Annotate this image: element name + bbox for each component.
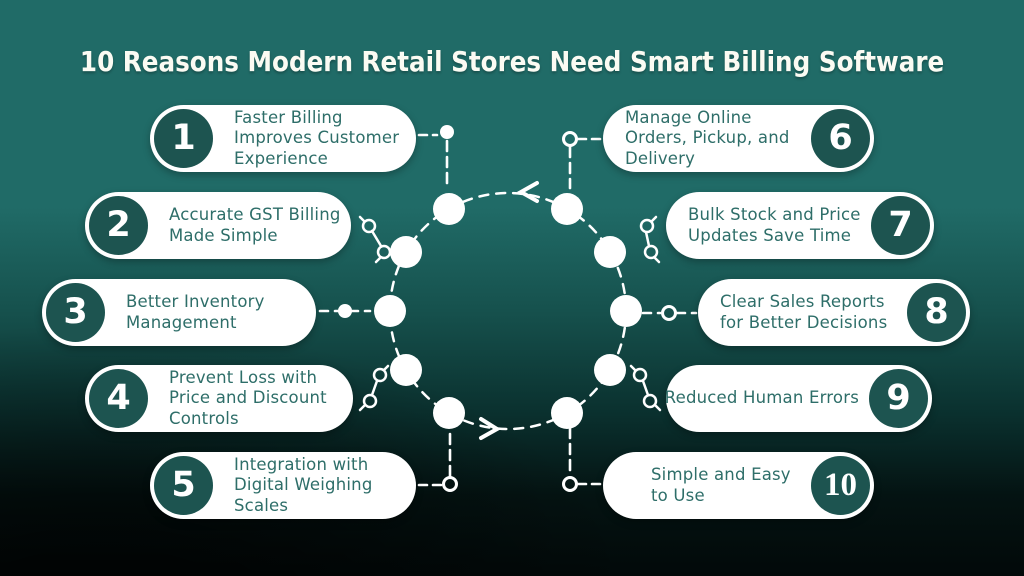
reason-5-label: Integration with Digital Weighing Scales bbox=[234, 455, 373, 515]
arrow-top-left-icon bbox=[516, 181, 539, 203]
cycle-node bbox=[390, 354, 422, 386]
cycle-ring bbox=[388, 191, 628, 431]
arrow-bottom-right-icon bbox=[479, 417, 501, 440]
reason-pill-7: 7 Bulk Stock and Price Updates Save Time bbox=[666, 192, 934, 259]
cycle-node bbox=[374, 295, 406, 327]
cycle-node bbox=[433, 193, 465, 225]
reason-3-number-badge: 3 bbox=[46, 283, 105, 342]
reason-9-number-badge: 9 bbox=[869, 369, 928, 428]
reason-1-number: 1 bbox=[171, 118, 196, 158]
cycle-node bbox=[433, 397, 465, 429]
reason-pill-1: 1 Faster Billing Improves Customer Exper… bbox=[150, 105, 416, 172]
reason-7-number-badge: 7 bbox=[871, 196, 930, 255]
page-title: 10 Reasons Modern Retail Stores Need Sma… bbox=[79, 44, 945, 78]
reason-1-number-badge: 1 bbox=[154, 109, 213, 168]
reason-7-number: 7 bbox=[888, 205, 913, 245]
reason-8-label: Clear Sales Reports for Better Decisions bbox=[720, 292, 888, 332]
connector-8 bbox=[641, 305, 698, 321]
reason-4-label: Prevent Loss with Price and Discount Con… bbox=[169, 368, 327, 428]
cycle-node bbox=[594, 354, 626, 386]
reason-10-number: 10 bbox=[824, 467, 857, 503]
connector-4 bbox=[358, 364, 390, 412]
connector-7 bbox=[639, 215, 661, 264]
connector-10 bbox=[562, 426, 603, 492]
reason-pill-8: 8 Clear Sales Reports for Better Decisio… bbox=[698, 279, 970, 346]
cycle-node bbox=[390, 236, 422, 268]
reason-6-label: Manage Online Orders, Pickup, and Delive… bbox=[625, 108, 790, 168]
reason-5-number: 5 bbox=[171, 465, 196, 505]
reason-3-number: 3 bbox=[63, 292, 88, 332]
connector-2 bbox=[358, 215, 392, 264]
connector-5 bbox=[417, 426, 458, 492]
reason-10-label: Simple and Easy to Use bbox=[651, 465, 791, 505]
reason-pill-4: 4 Prevent Loss with Price and Discount C… bbox=[85, 365, 353, 432]
cycle-node bbox=[594, 236, 626, 268]
reason-pill-6: 6 Manage Online Orders, Pickup, and Deli… bbox=[603, 105, 874, 172]
reason-4-number-badge: 4 bbox=[89, 369, 148, 428]
reason-pill-9: 9 Reduced Human Errors bbox=[664, 365, 932, 432]
reason-5-number-badge: 5 bbox=[154, 456, 213, 515]
reason-8-number: 8 bbox=[924, 292, 949, 332]
reason-3-label: Better Inventory Management bbox=[126, 292, 265, 332]
reason-pill-10: 10 Simple and Easy to Use bbox=[603, 452, 874, 519]
reason-8-number-badge: 8 bbox=[907, 283, 966, 342]
reason-7-label: Bulk Stock and Price Updates Save Time bbox=[688, 205, 861, 245]
cycle-node bbox=[551, 193, 583, 225]
reason-10-number-badge: 10 bbox=[811, 456, 870, 515]
reason-6-number-badge: 6 bbox=[811, 109, 870, 168]
reason-2-label: Accurate GST Billing Made Simple bbox=[169, 205, 341, 245]
cycle-node bbox=[551, 397, 583, 429]
connector-1 bbox=[417, 133, 449, 190]
connector-9 bbox=[629, 364, 662, 412]
connector-1-dot bbox=[440, 125, 454, 139]
reason-2-number-badge: 2 bbox=[89, 196, 148, 255]
reason-4-number: 4 bbox=[106, 378, 131, 418]
connector-3-dot bbox=[338, 304, 352, 318]
reason-pill-3: 3 Better Inventory Management bbox=[42, 279, 316, 346]
reason-6-number: 6 bbox=[828, 118, 853, 158]
reason-1-label: Faster Billing Improves Customer Experie… bbox=[234, 108, 400, 168]
connector-6 bbox=[562, 131, 603, 190]
reason-9-number: 9 bbox=[886, 378, 911, 418]
reason-9-label: Reduced Human Errors bbox=[664, 388, 859, 408]
cycle-node bbox=[610, 295, 642, 327]
reason-pill-2: 2 Accurate GST Billing Made Simple bbox=[85, 192, 351, 259]
reason-pill-5: 5 Integration with Digital Weighing Scal… bbox=[150, 452, 416, 519]
reason-2-number: 2 bbox=[106, 205, 131, 245]
